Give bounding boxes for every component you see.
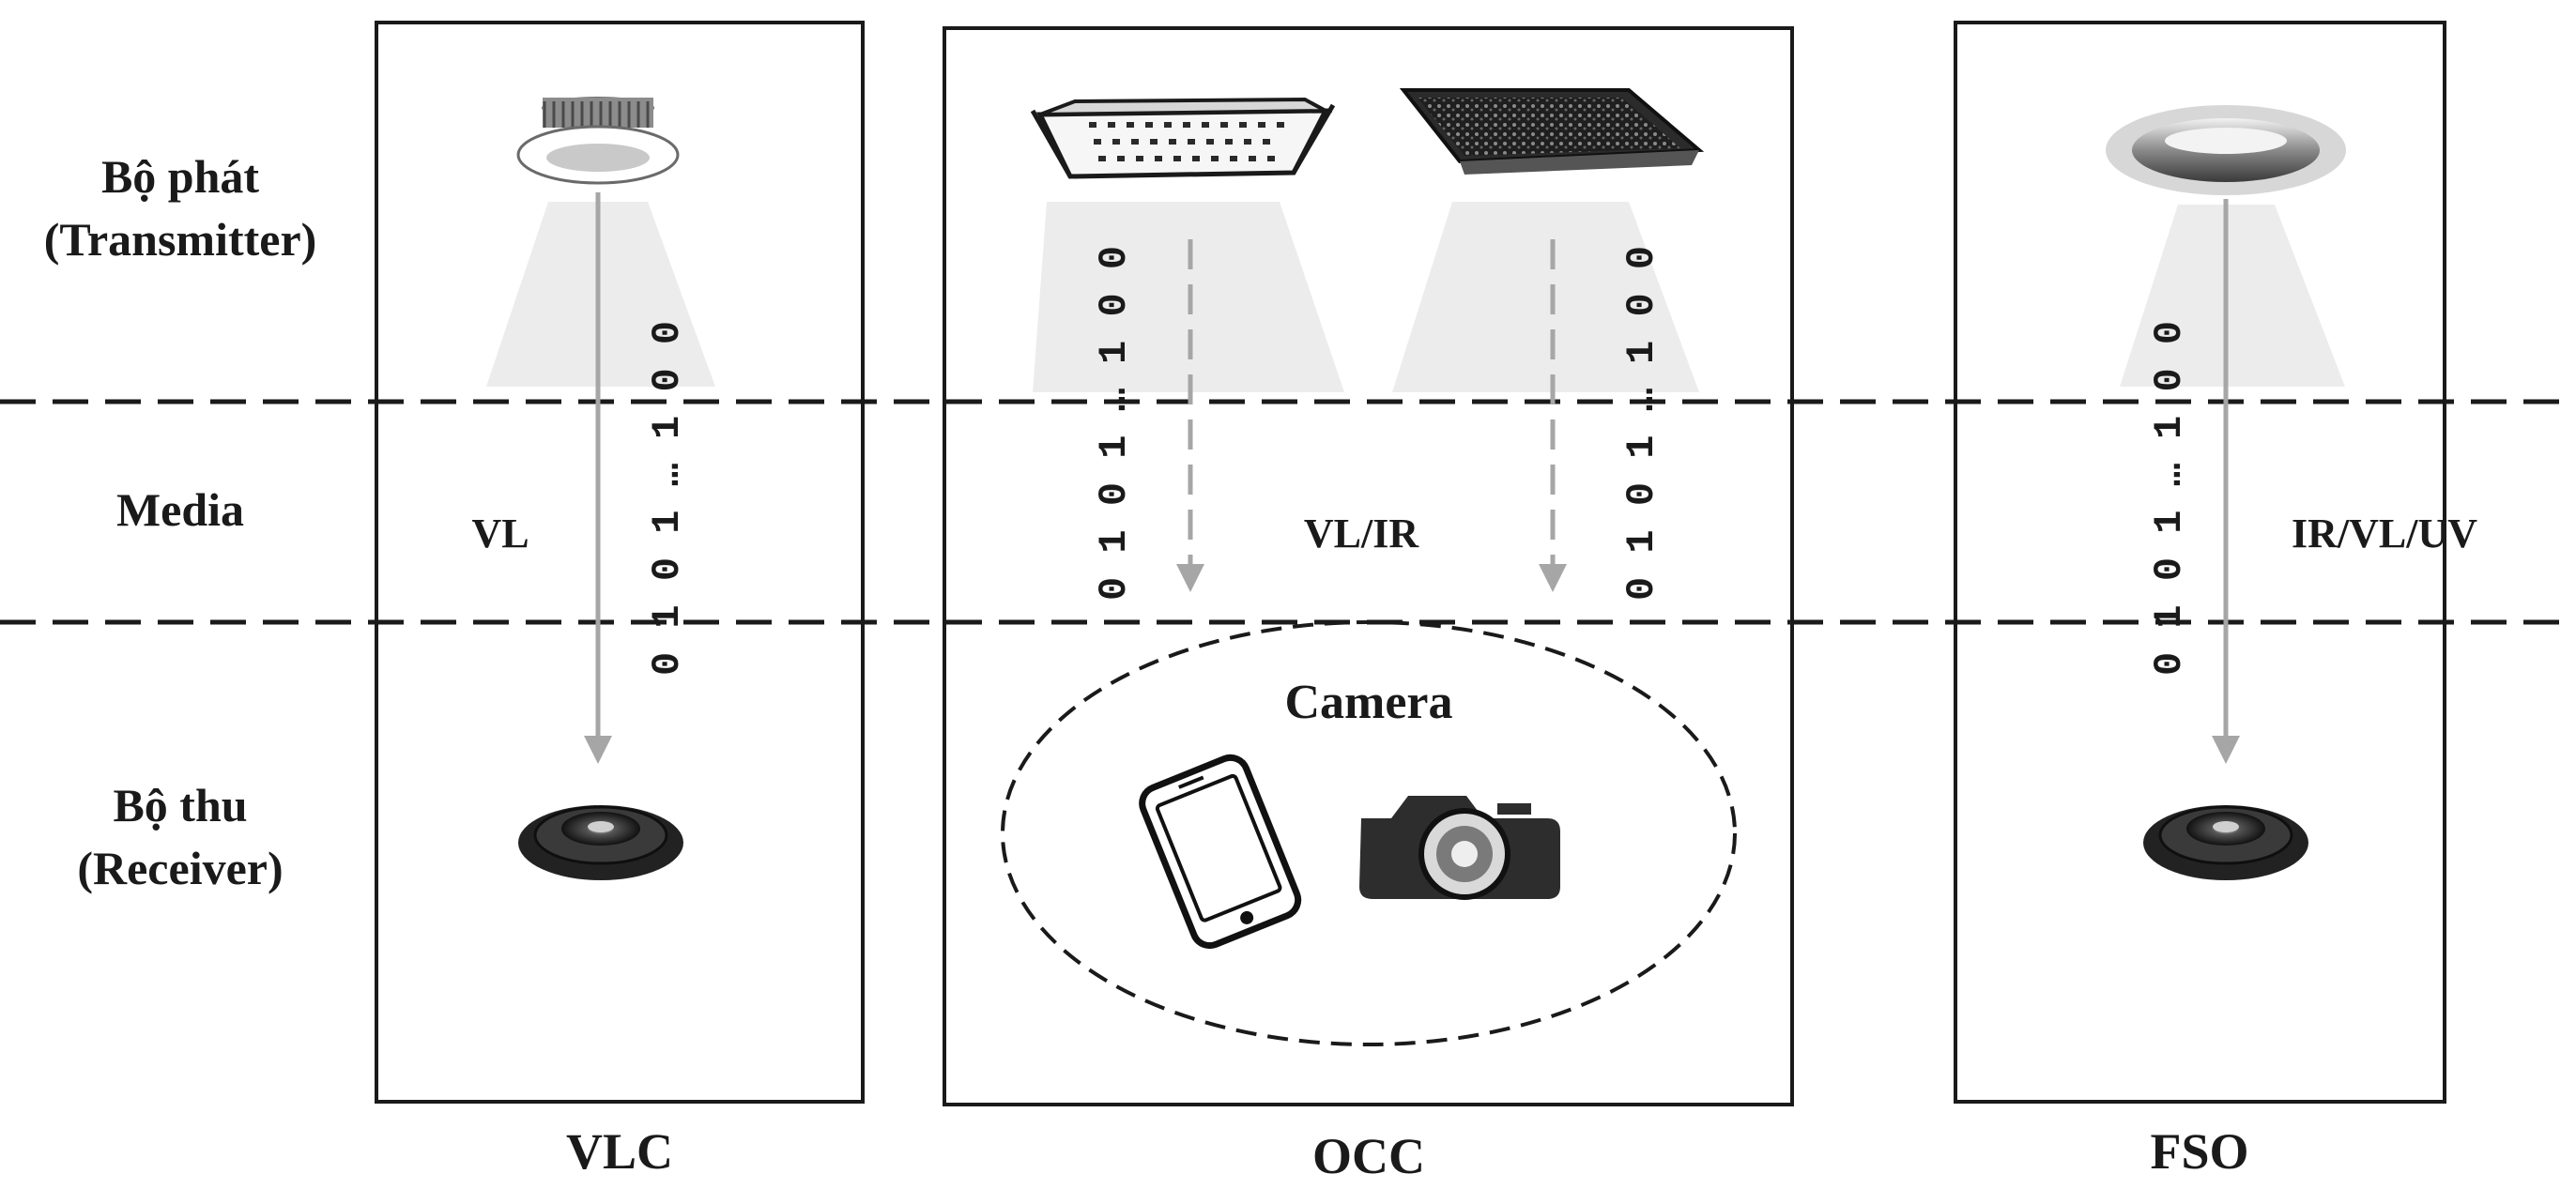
transmitter-label-en: (Transmitter)	[44, 213, 317, 266]
fso-panel-frame	[1954, 21, 2446, 1104]
fso-medium-label: IR/VL/UV	[2292, 511, 2477, 556]
camera-group-label: Camera	[1284, 676, 1452, 729]
occ-bit-sequence-left: 0 1 0 1 … 1 0 0	[1092, 246, 1137, 601]
receiver-label-en: (Receiver)	[77, 842, 283, 894]
led-display-icon	[1399, 88, 1705, 175]
ceiling-downlight-icon	[516, 97, 680, 185]
fso-bit-sequence: 0 1 0 1 … 1 0 0	[2147, 321, 2192, 676]
smartphone-icon	[1139, 754, 1302, 950]
vlc-panel-frame	[375, 21, 865, 1104]
occ-title: OCC	[1312, 1128, 1425, 1184]
photodetector-icon	[2143, 805, 2308, 880]
camera-icon	[1359, 796, 1560, 900]
occ-panel-frame	[943, 26, 1794, 1106]
led-lamp-icon	[2106, 105, 2346, 195]
fso-title: FSO	[2150, 1123, 2248, 1180]
vlc-light-beam	[486, 202, 715, 387]
vlc-medium-label: VL	[471, 511, 529, 556]
photodetector-icon	[518, 805, 683, 880]
vlc-title: VLC	[566, 1123, 673, 1180]
fso-light-beam	[2120, 205, 2345, 387]
occ-bit-sequence-right: 0 1 0 1 … 1 0 0	[1619, 246, 1664, 601]
led-panel-icon	[1030, 97, 1336, 179]
occ-medium-label: VL/IR	[1304, 511, 1419, 556]
receiver-label-vi: Bộ thu	[113, 779, 247, 831]
occ-light-beam-right	[1392, 202, 1699, 392]
vlc-bit-sequence: 0 1 0 1 … 1 0 0	[645, 321, 690, 676]
camera-group-outline	[1001, 620, 1737, 1046]
transmitter-label-vi: Bộ phát	[101, 150, 259, 203]
media-label: Media	[116, 483, 244, 536]
